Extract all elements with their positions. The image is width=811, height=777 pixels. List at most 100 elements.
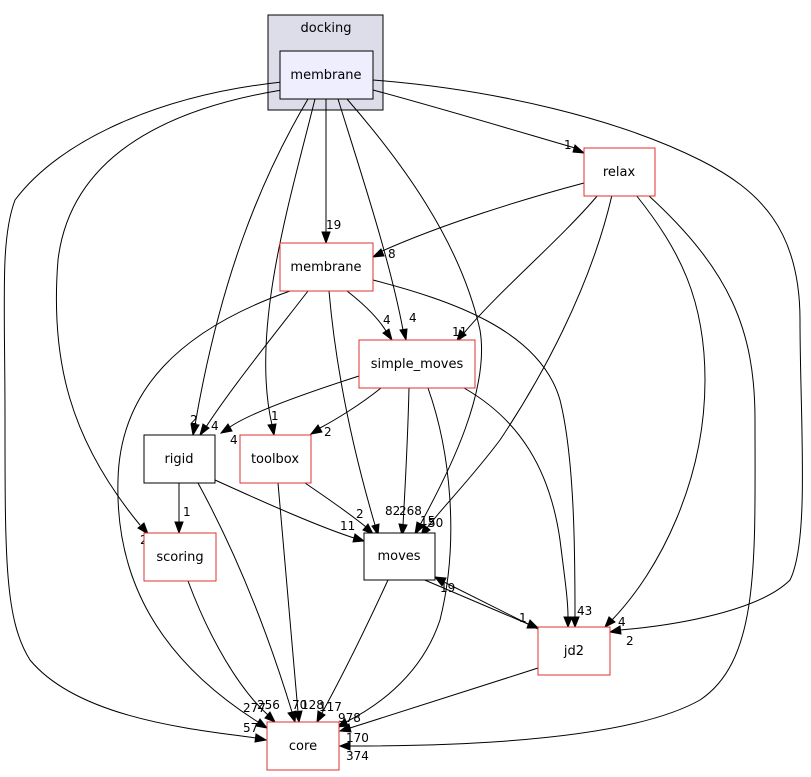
node-core-label: core bbox=[289, 739, 317, 754]
node-jd2[interactable]: jd2 bbox=[537, 626, 611, 676]
arrowhead bbox=[399, 328, 408, 342]
edge-label: 4 bbox=[383, 313, 391, 327]
edge-membrane-sub-moves bbox=[328, 290, 376, 526]
arrowhead bbox=[572, 144, 586, 154]
node-toolbox[interactable]: toolbox bbox=[239, 434, 312, 484]
arrowhead bbox=[433, 576, 447, 587]
edge-main-relax bbox=[372, 89, 576, 149]
edge-rigid-moves bbox=[214, 479, 355, 539]
edge-relax-membrane-sub bbox=[379, 182, 585, 253]
edge-relax-moves bbox=[426, 194, 613, 529]
arrowhead bbox=[255, 718, 269, 729]
arrowhead bbox=[335, 718, 349, 728]
edge-rigid-core bbox=[197, 482, 293, 713]
edge-label: 268 bbox=[399, 504, 422, 518]
edge-label: 2 bbox=[356, 507, 364, 521]
node-rigid[interactable]: rigid bbox=[143, 434, 216, 484]
edge-label: 82 bbox=[385, 504, 400, 518]
node-simple-moves[interactable]: simple_moves bbox=[358, 339, 476, 389]
node-membrane-main[interactable]: membrane bbox=[279, 50, 374, 100]
node-moves-label: moves bbox=[377, 549, 420, 564]
edge-label: 117 bbox=[319, 700, 342, 714]
node-membrane-main-label: membrane bbox=[290, 68, 361, 83]
edge-label: 978 bbox=[338, 711, 361, 725]
arrowhead bbox=[293, 710, 303, 724]
node-rigid-label: rigid bbox=[164, 452, 193, 467]
edge-label: 2 bbox=[190, 413, 198, 427]
edge-label: 4 bbox=[230, 433, 238, 447]
arrowhead bbox=[338, 741, 351, 751]
arrowhead bbox=[398, 523, 408, 537]
edge-moves-jd2 bbox=[419, 577, 529, 625]
node-relax-label: relax bbox=[603, 165, 636, 180]
arrowhead bbox=[338, 723, 352, 733]
arrowhead bbox=[254, 733, 268, 743]
node-simple-moves-label: simple_moves bbox=[371, 357, 464, 372]
edge-label: 277 bbox=[243, 701, 266, 715]
edge-jd2-core bbox=[349, 667, 539, 729]
node-relax[interactable]: relax bbox=[583, 147, 656, 197]
arrowhead bbox=[264, 711, 277, 723]
node-membrane-sub-label: membrane bbox=[290, 260, 361, 275]
edge-relax-core bbox=[349, 194, 756, 747]
edge-label: 1 bbox=[519, 611, 527, 625]
arrowhead bbox=[137, 522, 149, 536]
edge-main-rigid bbox=[194, 98, 309, 426]
arrowhead bbox=[321, 231, 331, 245]
edge-label: 374 bbox=[346, 749, 369, 763]
edge-label: 57 bbox=[243, 721, 258, 735]
arrowhead bbox=[352, 533, 366, 543]
arrowhead bbox=[456, 329, 467, 343]
arrowhead bbox=[287, 710, 297, 724]
arrowhead bbox=[414, 521, 425, 536]
edge-membrane-sub-jd2 bbox=[372, 279, 576, 618]
arrowhead bbox=[267, 423, 277, 437]
edge-label: 43 bbox=[577, 604, 592, 618]
edge-simple-moves-moves bbox=[402, 387, 410, 526]
node-jd2-label: jd2 bbox=[563, 644, 584, 659]
arrowhead bbox=[382, 328, 393, 342]
arrowhead bbox=[219, 423, 233, 434]
node-scoring-label: scoring bbox=[156, 550, 203, 565]
edge-moves-core bbox=[321, 579, 389, 714]
edge-simple-moves-jd2 bbox=[463, 387, 569, 618]
node-core[interactable]: core bbox=[266, 721, 340, 771]
edge-label: 19 bbox=[440, 581, 455, 595]
edge-simple-moves-toolbox bbox=[319, 387, 382, 429]
arrowhead bbox=[362, 523, 375, 535]
edge-label: 256 bbox=[257, 698, 280, 712]
edge-membrane-sub-core bbox=[117, 290, 291, 723]
edge-label: 4 bbox=[618, 615, 626, 629]
edge-toolbox-core bbox=[277, 482, 299, 713]
node-moves[interactable]: moves bbox=[363, 532, 436, 581]
edge-label: 4 bbox=[211, 419, 219, 433]
edge-label: 1 bbox=[564, 138, 572, 152]
edge-main-simple-moves bbox=[337, 98, 404, 331]
arrowhead bbox=[563, 616, 573, 629]
arrowhead bbox=[371, 523, 380, 537]
edge-main-moves bbox=[346, 98, 482, 526]
node-scoring[interactable]: scoring bbox=[143, 532, 217, 582]
arrowhead bbox=[316, 710, 326, 724]
edge-scoring-core bbox=[187, 580, 269, 716]
edge-label: 2 bbox=[324, 425, 332, 439]
edge-membrane-sub-simple-moves bbox=[346, 290, 387, 332]
edge-main-jd2 bbox=[372, 79, 803, 631]
edge-toolbox-moves bbox=[304, 482, 367, 528]
arrowhead bbox=[604, 616, 616, 629]
arrowhead bbox=[174, 521, 184, 535]
edge-label: 19 bbox=[326, 218, 341, 232]
edge-relax-simple-moves bbox=[463, 194, 599, 334]
edge-label: 11 bbox=[340, 519, 355, 533]
edge-membrane-sub-rigid bbox=[205, 290, 309, 428]
node-toolbox-label: toolbox bbox=[251, 452, 299, 467]
edge-label: 128 bbox=[301, 698, 324, 712]
edge-label: 170 bbox=[346, 731, 369, 745]
arrowhead bbox=[190, 423, 200, 437]
edge-main-core bbox=[3, 81, 283, 739]
arrowhead bbox=[309, 424, 323, 435]
edge-label: 8 bbox=[388, 247, 396, 261]
edge-label: 15 bbox=[420, 514, 435, 528]
node-membrane-sub[interactable]: membrane bbox=[279, 242, 374, 292]
